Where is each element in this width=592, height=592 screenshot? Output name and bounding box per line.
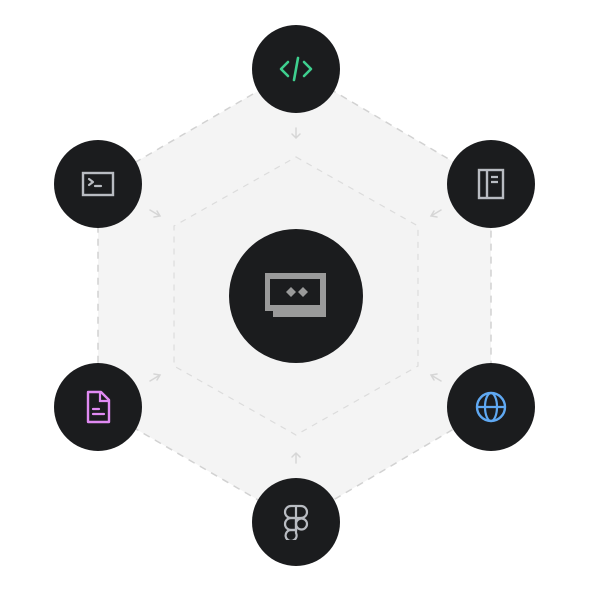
arrow-top-left — [149, 209, 162, 218]
figma-icon — [283, 504, 309, 540]
node-terminal[interactable] — [54, 140, 142, 228]
document-icon — [86, 390, 111, 424]
globe-icon — [475, 391, 507, 423]
arrow-bottom-left — [149, 373, 162, 382]
code-brackets-icon — [279, 56, 313, 82]
arrow-top — [291, 127, 301, 140]
connector-arrows — [149, 127, 442, 464]
arrow-bottom-right — [429, 373, 442, 382]
node-notebook[interactable] — [447, 140, 535, 228]
notebook-icon — [477, 168, 505, 200]
app-window-icon — [265, 273, 326, 317]
node-document[interactable] — [54, 363, 142, 451]
node-globe[interactable] — [447, 363, 535, 451]
arrow-bottom — [291, 451, 301, 464]
node-figma[interactable] — [252, 478, 340, 566]
arrow-top-right — [429, 209, 442, 218]
terminal-icon — [81, 171, 115, 197]
hub-node — [229, 229, 363, 363]
node-code[interactable] — [252, 25, 340, 113]
